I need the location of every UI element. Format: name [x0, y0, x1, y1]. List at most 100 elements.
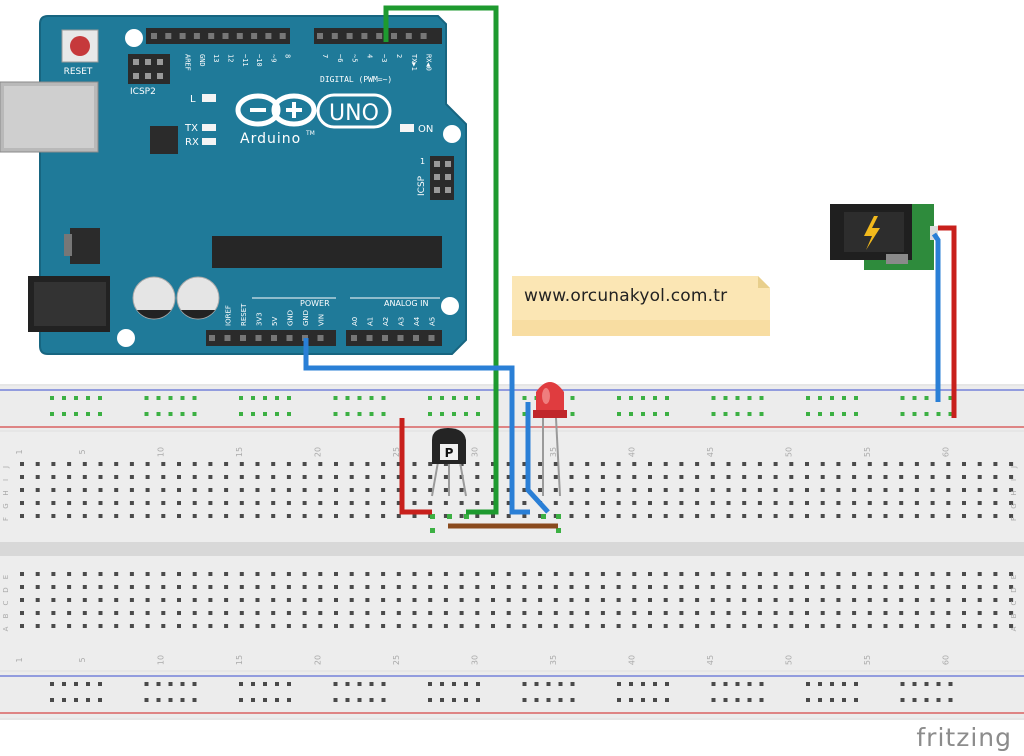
pin-label: 5V: [271, 317, 279, 326]
breadboard-hole: [506, 488, 511, 492]
breadboard-hole: [553, 462, 558, 466]
tx-label: TX: [184, 123, 198, 134]
led-l-label: L: [190, 94, 196, 105]
breadboard-hole: [459, 475, 464, 479]
header-pin: [286, 335, 293, 341]
breadboard-hole: [553, 488, 558, 492]
rail-hole: [570, 396, 575, 400]
rail-hole: [747, 698, 752, 702]
breadboard-hole: [365, 598, 370, 602]
breadboard-hole: [820, 488, 825, 492]
rail-hole: [723, 682, 728, 686]
breadboard-hole: [600, 475, 605, 479]
breadboard-hole: [757, 598, 762, 602]
breadboard-hole: [428, 611, 433, 615]
breadboard-hole: [177, 585, 181, 589]
breadboard-hole: [679, 514, 684, 518]
psu-red-wire: [938, 225, 957, 418]
row-letter: I: [2, 479, 10, 481]
row-letter: H: [1010, 490, 1018, 495]
digital-label: DIGITAL (PWM=~): [320, 75, 392, 84]
breadboard-hole: [742, 572, 747, 576]
breadboard-hole: [883, 624, 888, 628]
pin-label: TX▶1: [410, 54, 418, 71]
breadboard-hole: [1009, 598, 1014, 602]
breadboard-hole: [632, 462, 637, 466]
breadboard-hole: [67, 585, 72, 589]
header-pin: [222, 33, 229, 39]
breadboard-hole: [977, 462, 982, 466]
header-pin: [255, 335, 262, 341]
breadboard-hole: [805, 598, 809, 602]
breadboard-hole: [946, 501, 951, 505]
breadboard-hole: [396, 611, 401, 615]
breadboard-hole: [192, 624, 197, 628]
capacitor: [176, 276, 220, 320]
breadboard-hole: [867, 585, 872, 589]
rail-hole: [948, 412, 953, 416]
breadboard-hole: [616, 572, 621, 576]
breadboard-hole: [836, 598, 841, 602]
pin-label: ~6: [336, 54, 344, 62]
breadboard-hole: [789, 598, 794, 602]
breadboard-hole: [491, 598, 495, 602]
rail-hole: [168, 698, 173, 702]
breadboard-hole: [334, 585, 338, 589]
breadboard-hole: [82, 611, 87, 615]
rail-hole: [924, 412, 929, 416]
rail-hole: [476, 698, 480, 702]
breadboard-hole: [883, 514, 888, 518]
breadboard-hole: [412, 475, 417, 479]
icsp-header: ICSP 1: [417, 156, 454, 200]
rail-hole: [806, 412, 810, 416]
rail-hole: [546, 682, 551, 686]
breadboard-hole: [208, 624, 213, 628]
breadboard-hole: [459, 611, 464, 615]
breadboard-hole: [145, 501, 150, 505]
breadboard-hole: [349, 514, 354, 518]
blue-wire-led: [525, 402, 550, 514]
breadboard-hole: [852, 514, 857, 518]
breadboard-hole: [553, 514, 558, 518]
rail-hole: [50, 396, 54, 400]
breadboard-hole: [98, 462, 103, 466]
pin-label: A4: [413, 316, 421, 326]
rail-hole: [900, 698, 905, 702]
breadboard-hole: [224, 585, 229, 589]
breadboard-hole: [365, 462, 370, 466]
breadboard-hole: [459, 585, 464, 589]
rail-hole: [180, 698, 185, 702]
breadboard-hole: [145, 475, 150, 479]
breadboard-hole: [538, 624, 543, 628]
breadboard-hole: [742, 611, 747, 615]
breadboard-hole: [208, 488, 213, 492]
breadboard-hole: [930, 475, 935, 479]
column-number-top: 50: [784, 447, 793, 457]
rail-hole: [735, 682, 740, 686]
breadboard-hole: [177, 514, 181, 518]
header-pin: [346, 33, 353, 39]
rail-hole: [818, 412, 822, 416]
rail-hole: [345, 682, 350, 686]
rail-hole: [86, 698, 90, 702]
breadboard-hole: [883, 585, 888, 589]
breadboard-hole: [867, 611, 872, 615]
connected-hole: [447, 514, 452, 519]
breadboard-hole: [334, 598, 338, 602]
breadboard-hole: [506, 598, 511, 602]
breadboard-hole: [710, 585, 715, 589]
breadboard-hole: [443, 488, 448, 492]
breadboard-hole: [773, 462, 778, 466]
breadboard-hole: [302, 514, 307, 518]
breadboard-hole: [867, 624, 872, 628]
column-number-top: 40: [627, 447, 636, 457]
breadboard-hole: [506, 475, 511, 479]
breadboard-hole: [224, 488, 229, 492]
rail-hole: [476, 396, 480, 400]
rail-hole: [156, 698, 161, 702]
breadboard-hole: [852, 475, 857, 479]
rail-hole: [747, 396, 752, 400]
pin-label: 8: [284, 54, 292, 58]
rail-hole: [239, 412, 243, 416]
breadboard-hole: [867, 598, 872, 602]
